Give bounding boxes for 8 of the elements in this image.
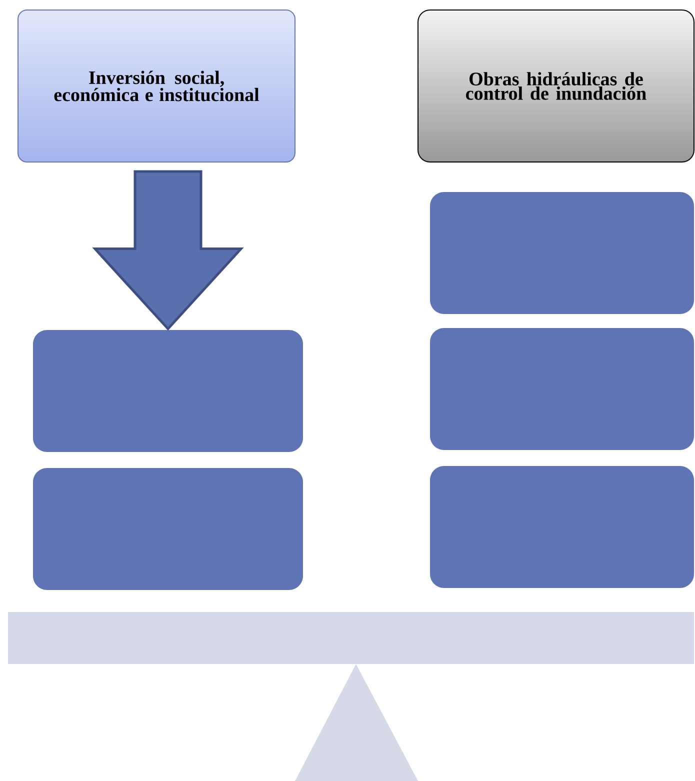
rounded-box bbox=[430, 192, 694, 314]
heading-box: Inversión social, económica e institucional bbox=[18, 10, 296, 162]
heading-box: Obras hidráulicas de control de inundación bbox=[418, 10, 694, 162]
rounded-box bbox=[33, 330, 303, 452]
block-arrow bbox=[92, 170, 244, 331]
rounded-box bbox=[430, 466, 694, 588]
rounded-box bbox=[430, 328, 694, 450]
rounded-box bbox=[33, 468, 303, 590]
